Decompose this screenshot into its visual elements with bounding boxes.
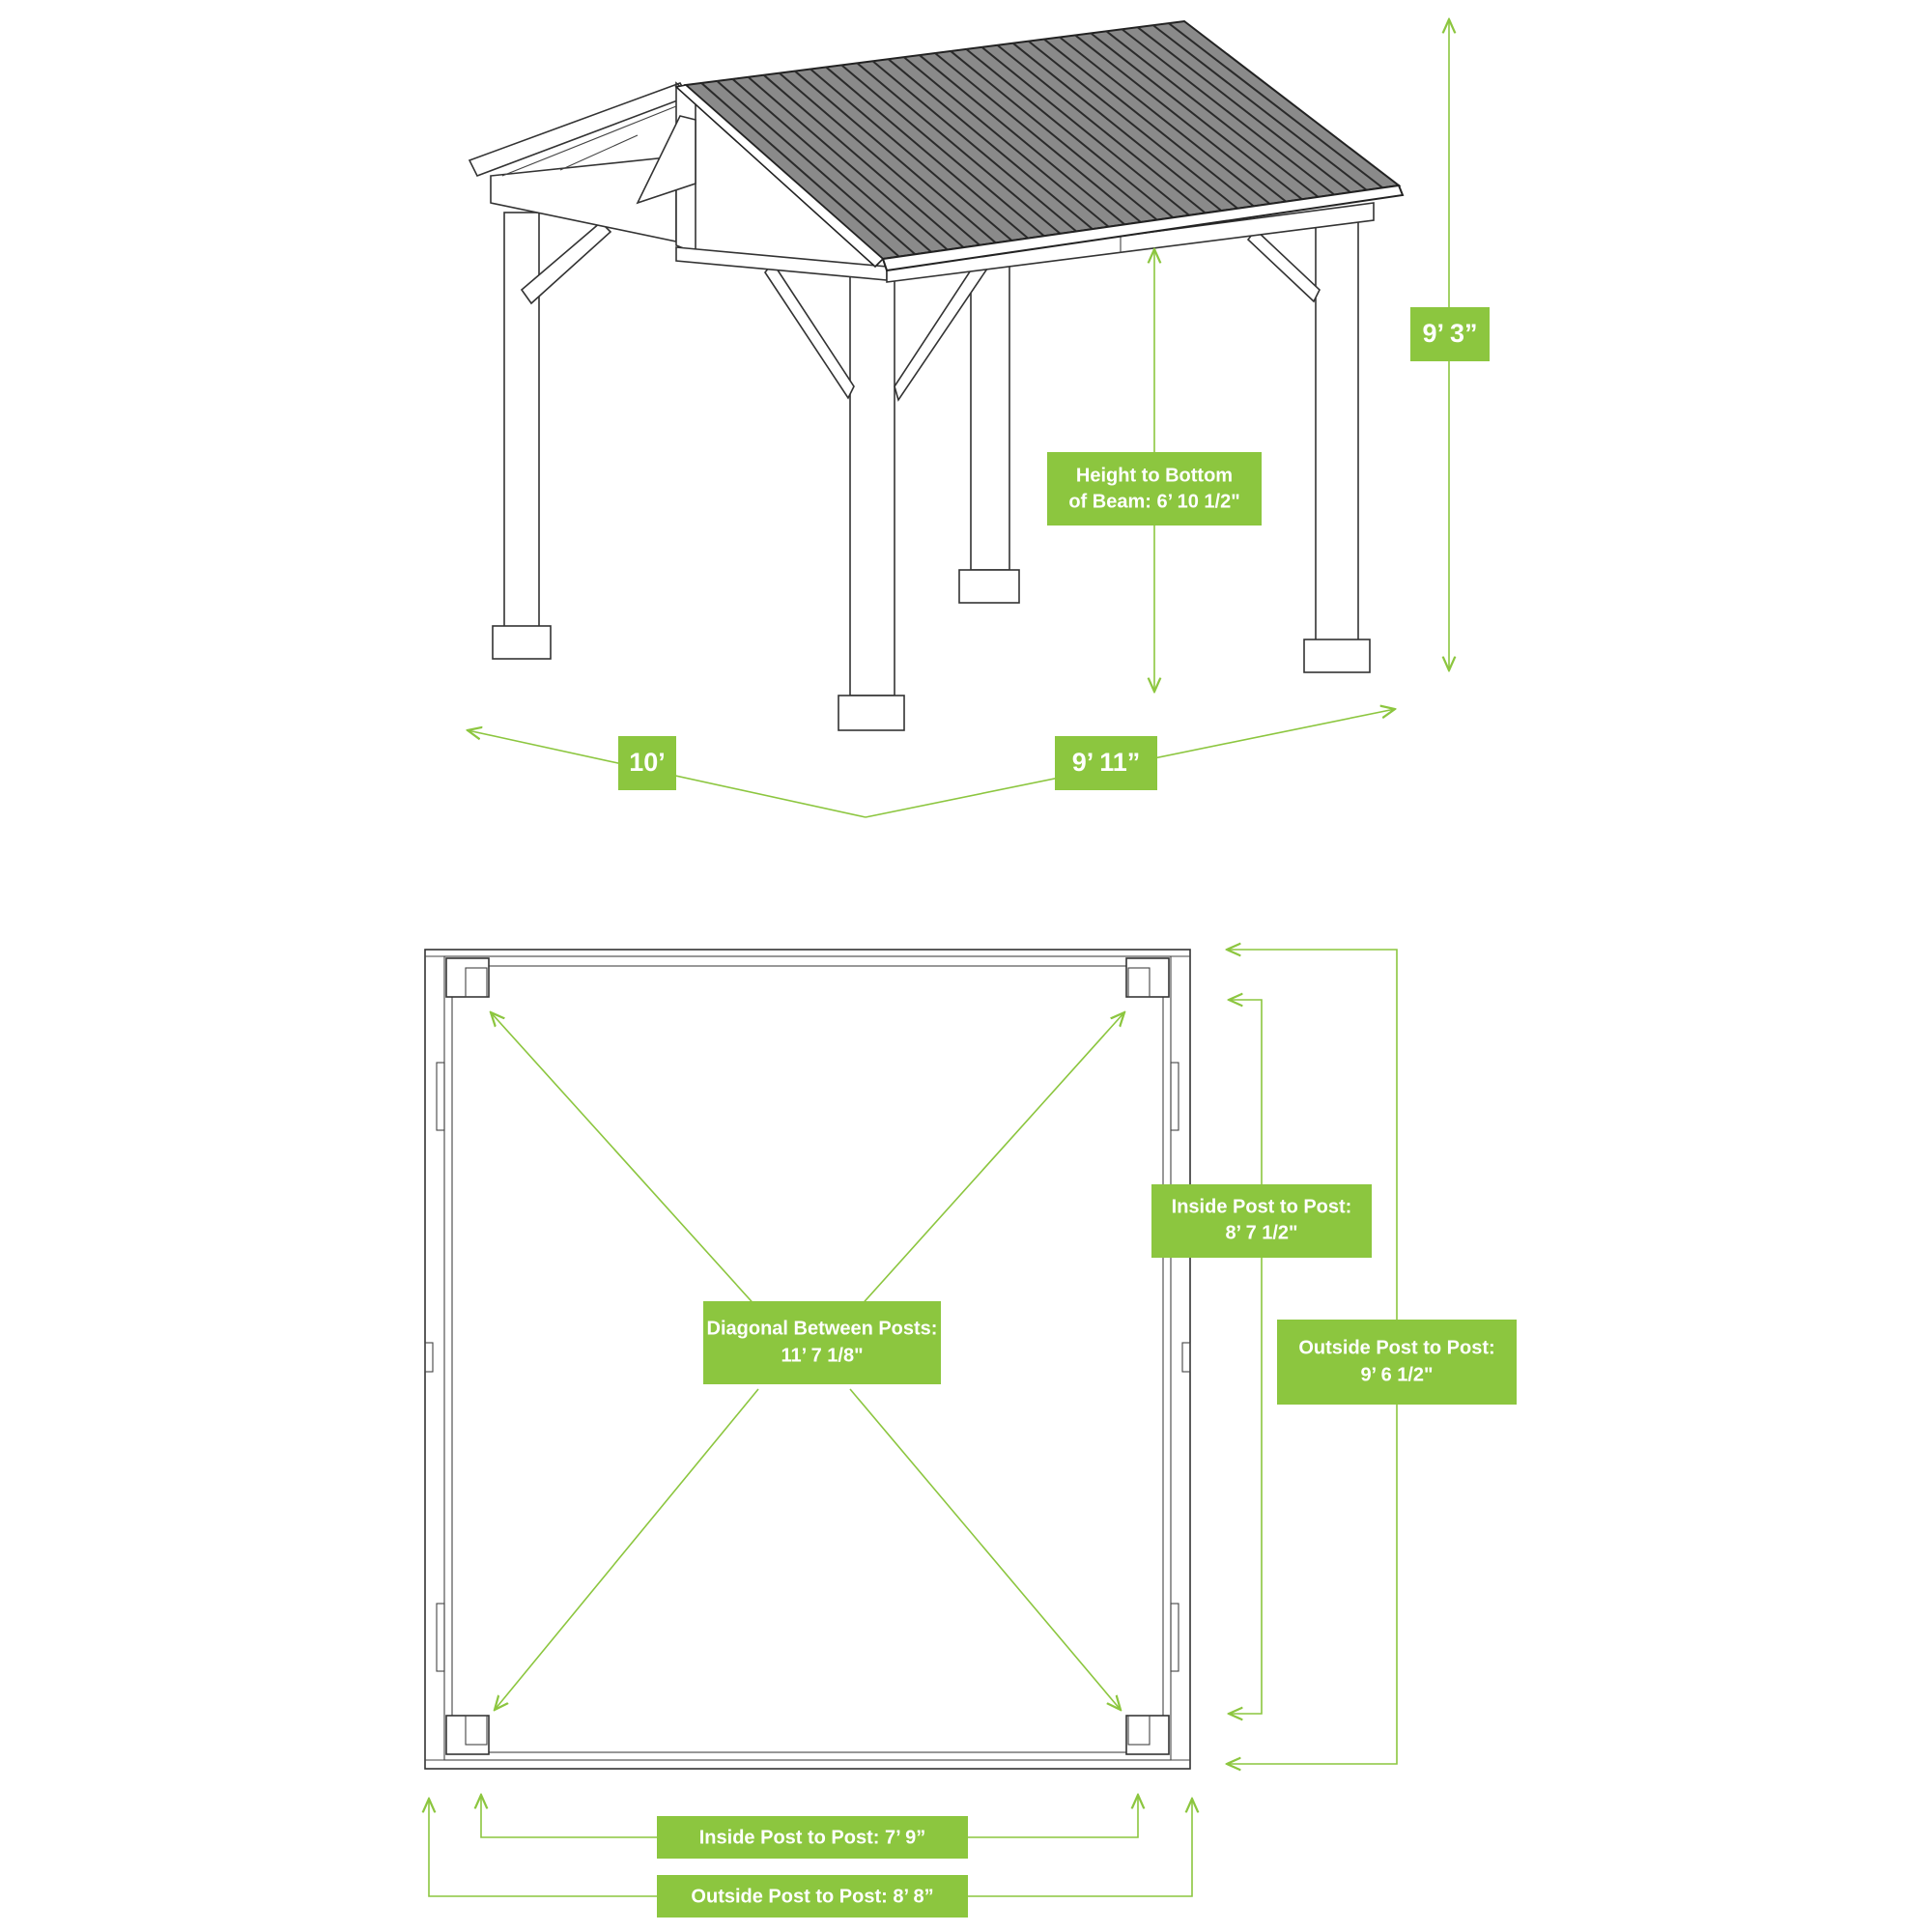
front-beam [675, 202, 1375, 283]
inside-post-bottom-text: Inside Post to Post: 7’ 9” [699, 1827, 926, 1848]
roof-rib [747, 75, 949, 251]
roof-rib [1028, 40, 1238, 210]
beam-height-text-2: of Beam: 6’ 10 1/2" [1068, 491, 1239, 512]
plan-post-top-left [445, 957, 490, 998]
inside-post-right-text-2: 8’ 7 1/2" [1225, 1222, 1297, 1243]
label-width-right: 9’ 11” [1055, 736, 1157, 790]
plan-post-top-right [1125, 957, 1170, 998]
width-right-text: 9’ 11” [1072, 748, 1141, 777]
roof-rib [934, 52, 1142, 223]
plan-joint-marks [424, 955, 1191, 1672]
width-left-text: 10’ [629, 748, 666, 777]
label-diagonal: Diagonal Between Posts: 11’ 7 1/8" [703, 1301, 941, 1384]
roof-rib [965, 48, 1175, 219]
diagonal-text-1: Diagonal Between Posts: [707, 1318, 938, 1339]
roof-rib [825, 66, 1029, 240]
roof-rib [1121, 28, 1335, 196]
label-inside-post-right: Inside Post to Post: 8’ 7 1/2" [1151, 1184, 1372, 1258]
roof-rib [762, 73, 965, 248]
gazebo-perspective-drawing [468, 19, 1405, 731]
roof-rib [871, 60, 1077, 233]
roof-rib [996, 43, 1207, 214]
roof-rib [1059, 36, 1271, 205]
roof-rib [919, 54, 1125, 226]
roof-rib [716, 80, 917, 256]
label-overall-height: 9’ 3” [1410, 307, 1490, 361]
metal-roof [674, 19, 1405, 272]
roof-rib [810, 68, 1013, 242]
label-outside-post-right: Outside Post to Post: 9’ 6 1/2" [1277, 1320, 1517, 1405]
roof-rib [794, 70, 997, 244]
roof-rib [1105, 30, 1320, 198]
roof-rib [1137, 26, 1351, 193]
outside-post-right-text-1: Outside Post to Post: [1298, 1337, 1494, 1358]
outside-post-right-text-2: 9’ 6 1/2" [1360, 1364, 1433, 1385]
beam-height-text-1: Height to Bottom [1076, 465, 1233, 486]
overall-height-text: 9’ 3” [1422, 319, 1477, 348]
outside-post-bottom-text: Outside Post to Post: 8’ 8” [691, 1886, 933, 1907]
roof-rib [903, 56, 1110, 228]
roof-rib [1011, 42, 1223, 212]
roof-rib [1152, 24, 1368, 191]
roof-rib [700, 82, 900, 258]
label-beam-height: Height to Bottom of Beam: 6’ 10 1/2" [1047, 452, 1262, 526]
roof-rib [1074, 34, 1287, 203]
roof-rib [779, 71, 980, 246]
post-back-mid [958, 260, 1020, 604]
inside-post-right-text-1: Inside Post to Post: [1172, 1196, 1352, 1217]
roof-rib [950, 50, 1158, 221]
roof-rib [840, 64, 1045, 238]
label-outside-post-bottom: Outside Post to Post: 8’ 8” [657, 1875, 968, 1918]
label-inside-post-bottom: Inside Post to Post: 7’ 9” [657, 1816, 968, 1859]
roof-rib [731, 78, 932, 253]
roof-rib [856, 62, 1062, 235]
roof-rib [1090, 32, 1303, 201]
plan-post-bottom-right [1125, 1715, 1170, 1755]
diagonal-text-2: 11’ 7 1/8" [781, 1345, 863, 1366]
gable-end-left [468, 81, 696, 255]
label-width-left: 10’ [618, 736, 676, 790]
roof-rib [980, 46, 1190, 216]
post-front [838, 270, 905, 731]
roof-rib [1043, 38, 1255, 208]
roof-rib [1168, 22, 1383, 189]
plan-post-bottom-left [445, 1715, 490, 1755]
roof-rib [887, 58, 1094, 230]
